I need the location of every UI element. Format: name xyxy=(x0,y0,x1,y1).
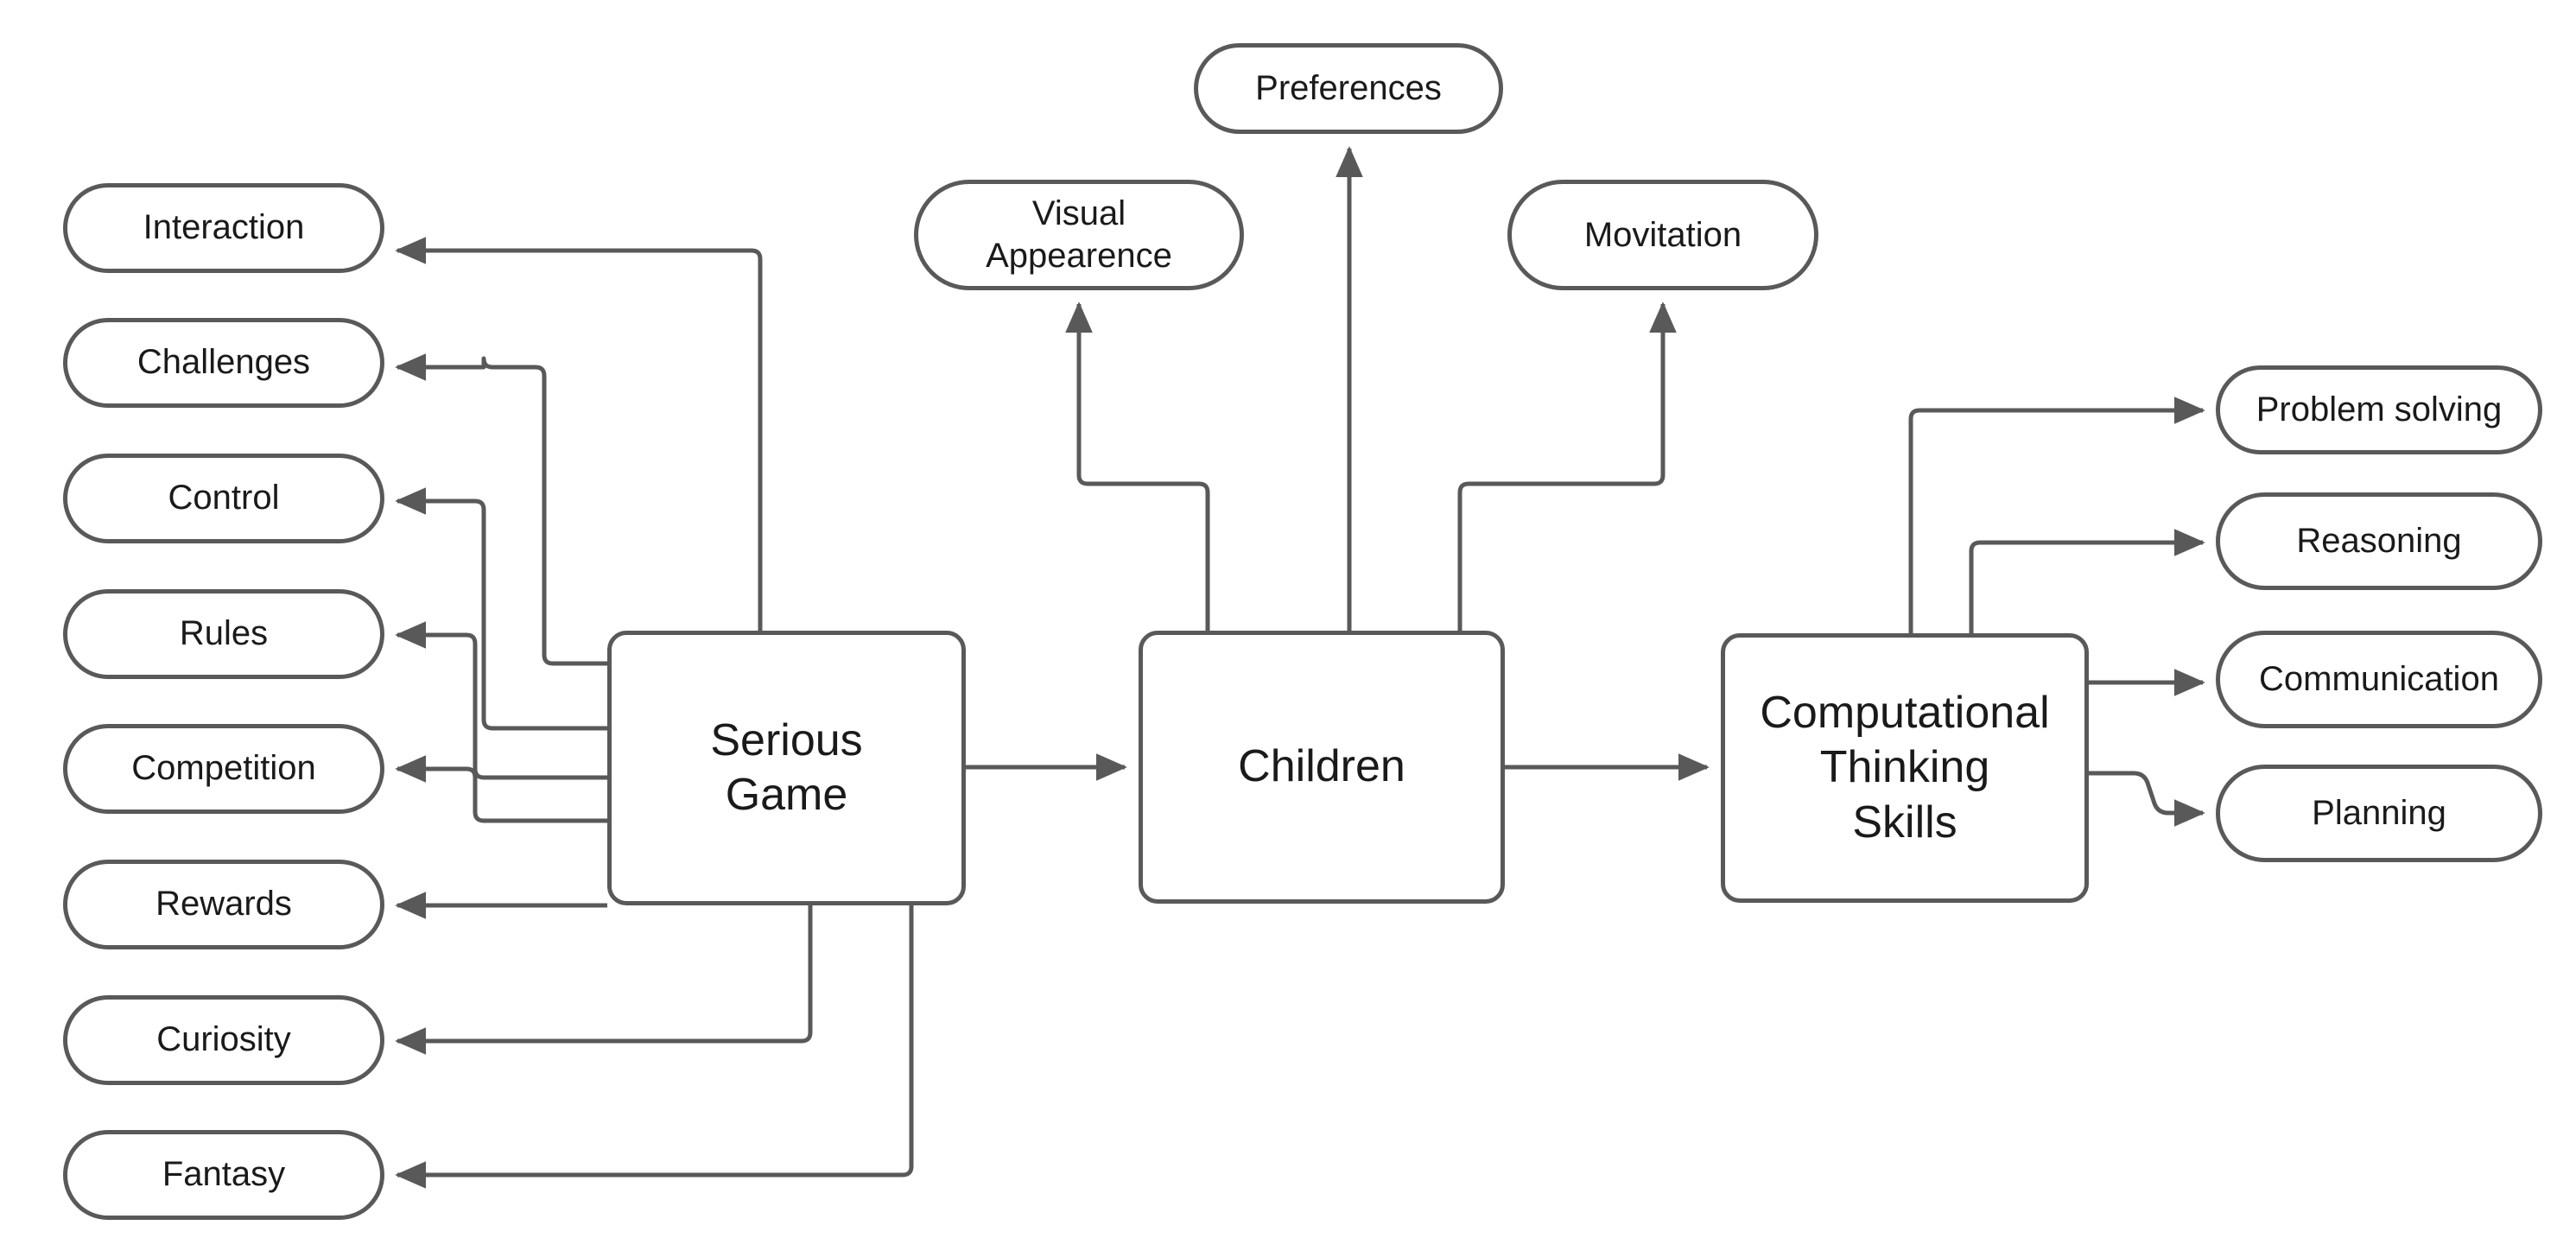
node-challenges[interactable]: Challenges xyxy=(63,318,384,408)
node-problem-solving[interactable]: Problem solving xyxy=(2216,365,2542,454)
edge-serious-game-to-challenges xyxy=(395,353,607,666)
node-label: Reasoning xyxy=(2296,521,2462,560)
edge-serious-game-to-rules xyxy=(395,621,607,780)
node-movitation[interactable]: Movitation xyxy=(1507,180,1818,290)
node-label: Challenges xyxy=(136,343,311,382)
node-label: Communication xyxy=(2259,659,2499,698)
node-rules[interactable]: Rules xyxy=(63,589,384,679)
node-label: Planning xyxy=(2312,793,2446,832)
node-preferences[interactable]: Preferences xyxy=(1194,43,1503,134)
node-communication[interactable]: Communication xyxy=(2216,631,2542,728)
node-label: Competition xyxy=(131,749,316,788)
node-children[interactable]: Children xyxy=(1139,631,1505,904)
node-fantasy[interactable]: Fantasy xyxy=(63,1130,384,1220)
edge-cts-to-planning xyxy=(2089,771,2205,827)
node-label: Interaction xyxy=(143,208,305,247)
edge-cts-to-problem-solving xyxy=(1908,397,2205,633)
node-label: Computational Thinking Skills xyxy=(1760,687,2050,848)
node-serious-game[interactable]: Serious Game xyxy=(607,631,966,905)
node-visual-appearence[interactable]: Visual Appearence xyxy=(914,180,1244,290)
node-label: Children xyxy=(1238,741,1405,792)
node-label: Rewards xyxy=(155,885,292,924)
edge-serious-game-to-control xyxy=(395,487,607,731)
node-label: Serious Game xyxy=(710,714,863,820)
edge-serious-game-to-competition xyxy=(395,755,607,823)
edge-children-to-movitation xyxy=(1457,302,1677,631)
node-label: Movitation xyxy=(1583,215,1742,254)
edge-cts-to-reasoning xyxy=(1969,529,2205,633)
node-label: Control xyxy=(168,479,280,517)
node-label: Visual Appearence xyxy=(986,194,1172,275)
node-computational-thinking-skills[interactable]: Computational Thinking Skills xyxy=(1721,633,2089,903)
node-competition[interactable]: Competition xyxy=(63,724,384,814)
edge-serious-game-to-curiosity xyxy=(395,905,813,1055)
node-rewards[interactable]: Rewards xyxy=(63,860,384,949)
node-planning[interactable]: Planning xyxy=(2216,765,2542,862)
edge-children-to-visual-appearence xyxy=(1065,302,1210,631)
node-curiosity[interactable]: Curiosity xyxy=(63,995,384,1085)
edge-serious-game-to-interaction xyxy=(395,237,763,631)
node-reasoning[interactable]: Reasoning xyxy=(2216,492,2542,590)
node-label: Preferences xyxy=(1255,68,1442,107)
edge-serious-game-to-fantasy xyxy=(395,905,914,1189)
node-label: Curiosity xyxy=(156,1020,291,1059)
node-control[interactable]: Control xyxy=(63,454,384,543)
node-interaction[interactable]: Interaction xyxy=(63,183,384,273)
node-label: Fantasy xyxy=(162,1155,286,1194)
node-label: Rules xyxy=(179,614,269,653)
node-label: Problem solving xyxy=(2256,390,2503,429)
